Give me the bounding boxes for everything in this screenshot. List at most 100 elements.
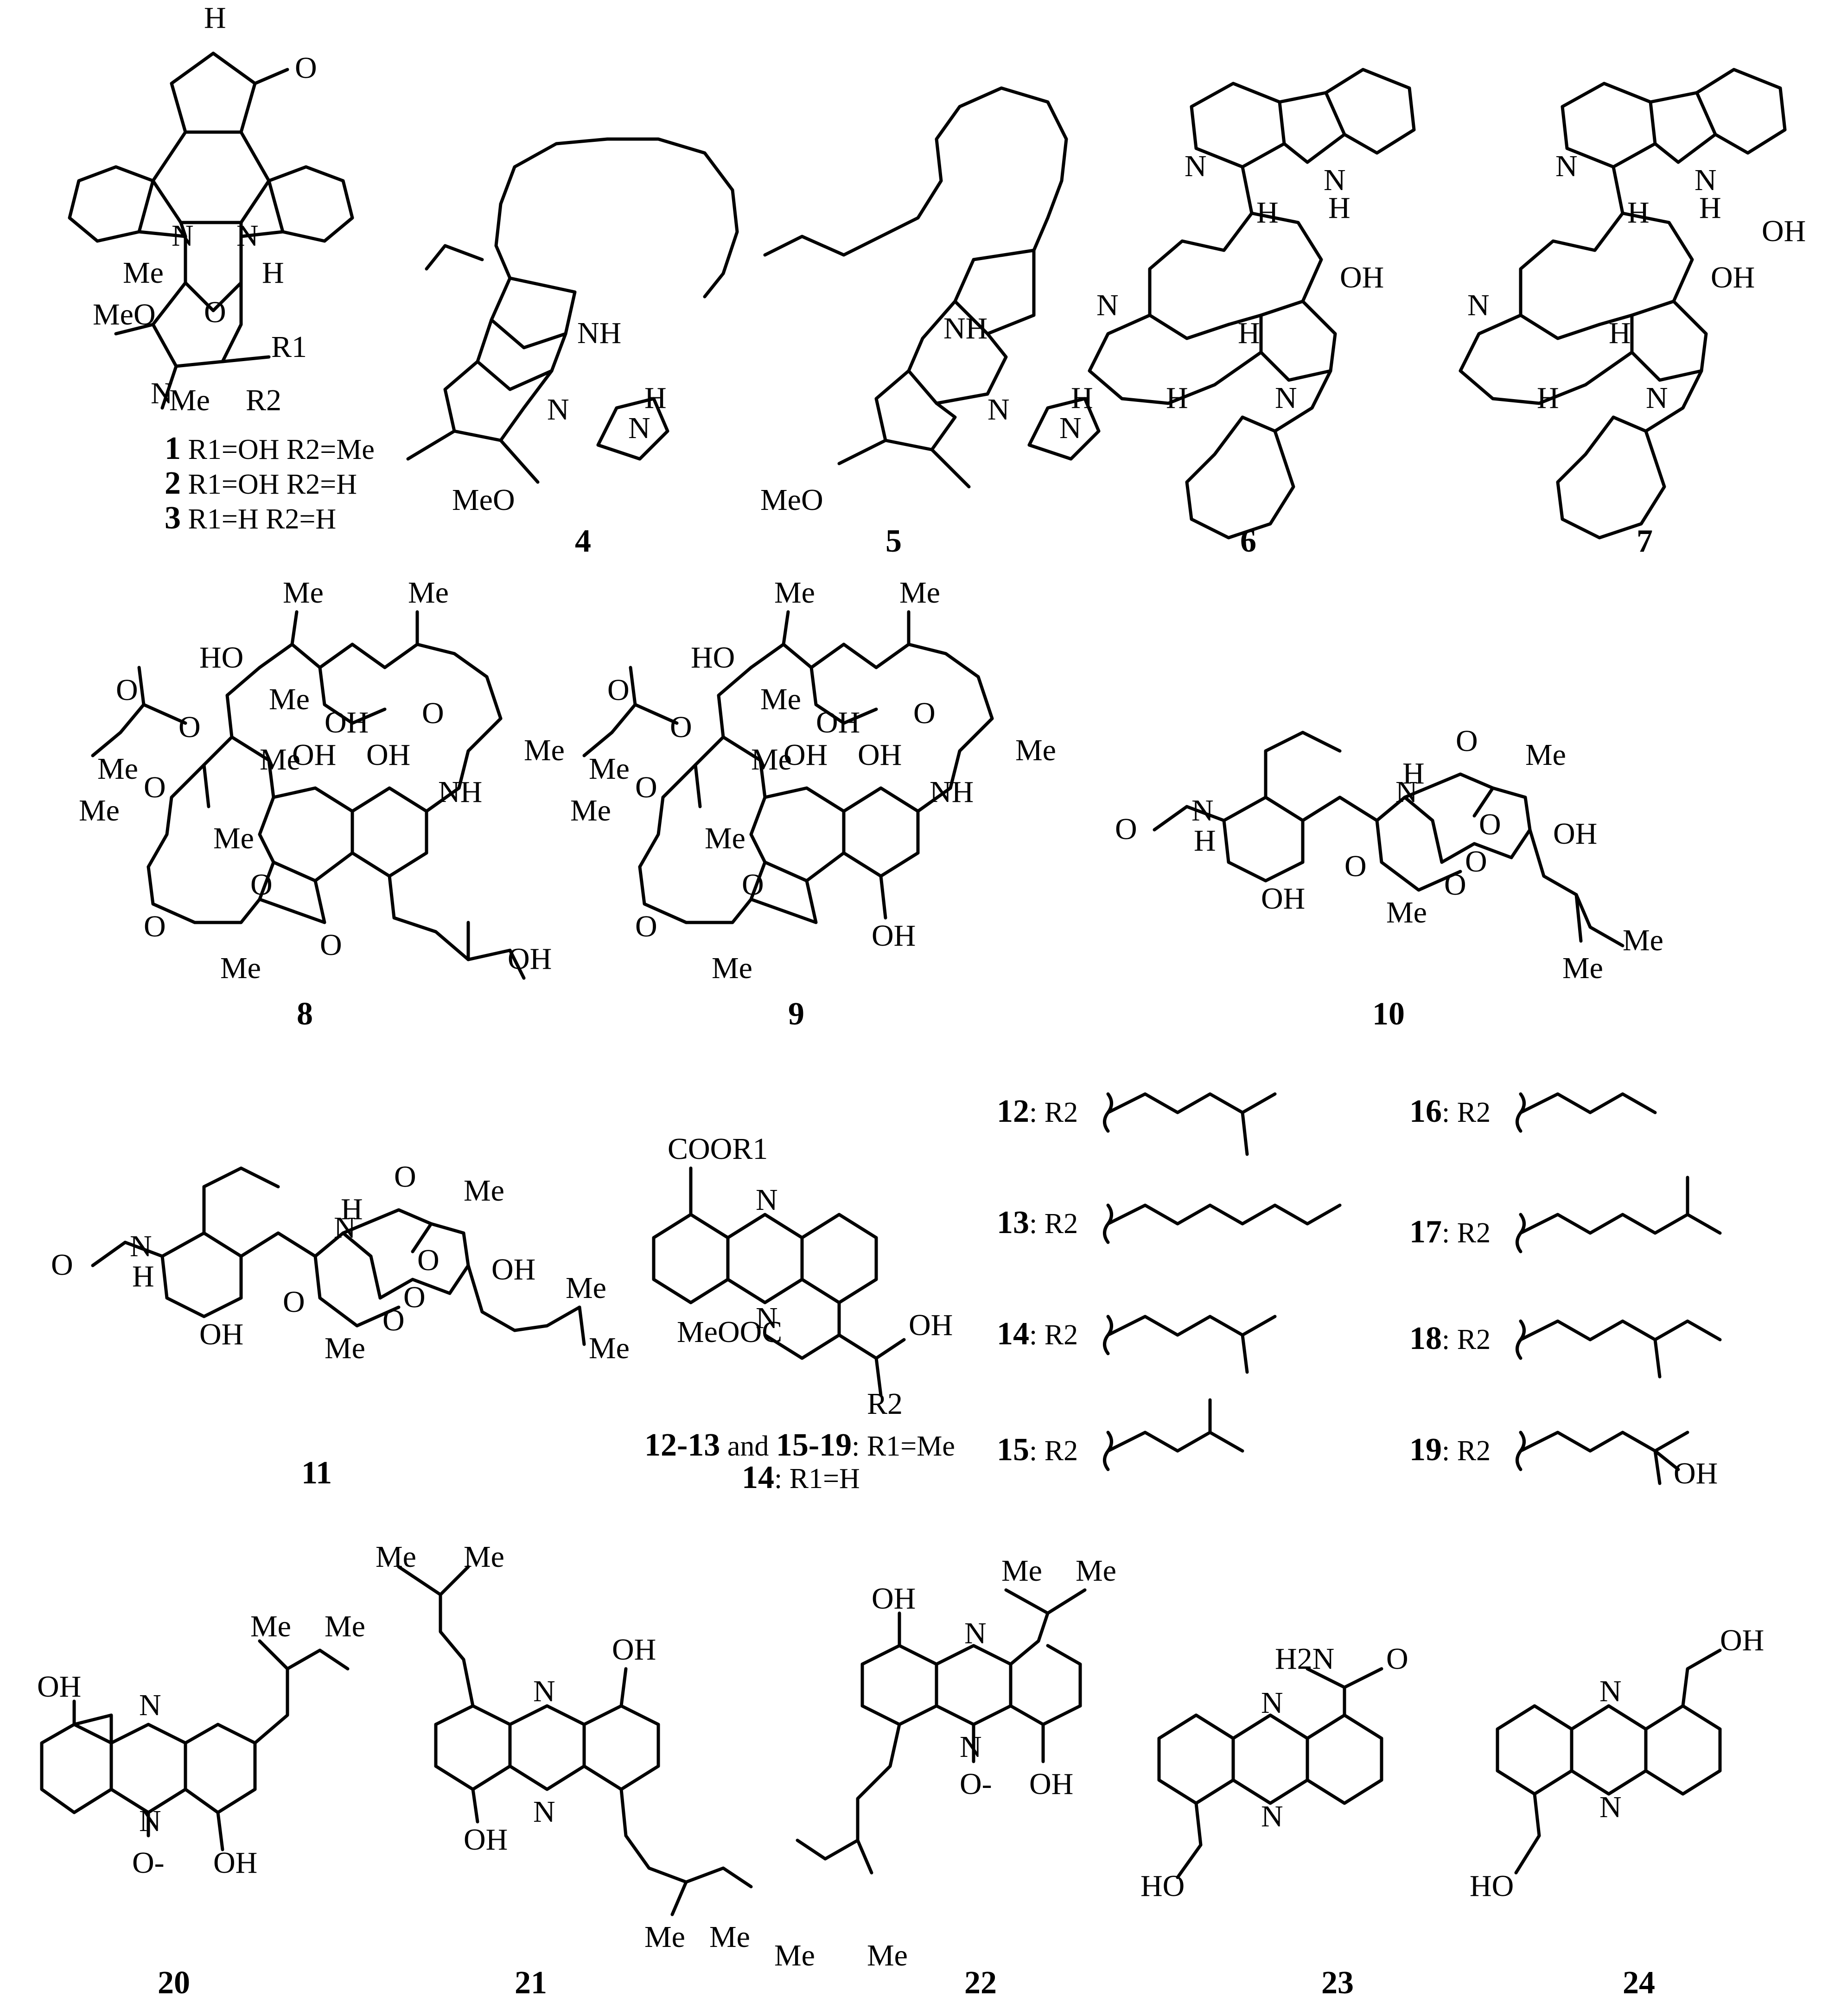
c20-label-2: OH bbox=[37, 1670, 81, 1704]
compound-6-labels: N N H H OH N H H N 6 bbox=[1096, 149, 1384, 559]
c21-label-5: OH bbox=[464, 1823, 508, 1857]
c7-label-8: H bbox=[1537, 381, 1559, 415]
c1-label-10: R2 bbox=[246, 383, 281, 417]
c11-label-10: O bbox=[403, 1280, 426, 1314]
c8-label-4: OH bbox=[325, 706, 369, 739]
c8-label-3: Me bbox=[269, 682, 310, 716]
c9-label-14: Me bbox=[570, 794, 611, 827]
c8-label-20: OH bbox=[508, 942, 552, 976]
c11-label-5: N bbox=[334, 1211, 356, 1245]
c11-label-3: OH bbox=[199, 1317, 243, 1351]
c9-label-3: Me bbox=[760, 682, 801, 716]
caption-1-r2: R2=Me bbox=[287, 434, 375, 465]
compound-20-structure bbox=[40, 1639, 350, 1851]
side-chain-16-number: 16 bbox=[1409, 1094, 1442, 1129]
caption-3-r2: R2=H bbox=[266, 503, 336, 535]
c11-label-6: H bbox=[341, 1192, 363, 1226]
c8-label-5: O bbox=[116, 673, 138, 707]
c4-label-0: NH bbox=[577, 316, 621, 350]
compound-23-structure bbox=[1157, 1667, 1383, 1879]
compound-21-number: 21 bbox=[515, 1965, 547, 2001]
compound-4-structure bbox=[406, 137, 739, 484]
c10-label-14: Me bbox=[1623, 923, 1663, 957]
c10-label-2: H bbox=[1194, 824, 1216, 858]
side-chain-19-label: : R2 bbox=[1442, 1435, 1491, 1467]
c10-label-4: O bbox=[1344, 849, 1367, 883]
side-chain-17-label: : R2 bbox=[1442, 1217, 1491, 1249]
c4-label-1: MeO bbox=[452, 483, 515, 517]
side-chain-17-bonds bbox=[1516, 1176, 1722, 1253]
c21-label-0: Me bbox=[376, 1540, 416, 1574]
c1-label-4: H bbox=[262, 256, 284, 290]
compound-11-labels: O N H OH O N H O Me O O OH Me O Me Me 11 bbox=[51, 1160, 630, 1491]
c8-label-0: Me bbox=[283, 576, 324, 610]
c9-label-13: O bbox=[913, 696, 936, 730]
c10-label-9: O bbox=[1479, 808, 1501, 841]
c7-label-3: OH bbox=[1762, 214, 1806, 248]
c21-label-4: N bbox=[533, 1795, 555, 1829]
c1-label-1: O bbox=[204, 295, 226, 329]
c8-label-10: OH bbox=[366, 738, 410, 772]
compound-8-labels: Me Me HO Me OH O O Me Me OH OH NH Me O M… bbox=[79, 576, 565, 1032]
svg-text:3 R1=H R2=H: 3 R1=H R2=H bbox=[165, 500, 336, 536]
c1-label-7: N bbox=[151, 376, 173, 410]
compound-7-number: 7 bbox=[1637, 523, 1653, 559]
c9-label-4: OH bbox=[816, 706, 860, 739]
c6-label-3: H bbox=[1256, 196, 1279, 229]
c10-label-8: Me bbox=[1525, 738, 1566, 772]
c21-label-2: OH bbox=[612, 1633, 656, 1666]
side-chain-18-label: : R2 bbox=[1442, 1324, 1491, 1355]
compound-1-labels: O O N N H Me MeO N R1 Me R2 H bbox=[93, 1, 317, 417]
compound-9-labels: Me Me HO Me OH O O Me Me OH OH NH Me O M… bbox=[570, 576, 1056, 1032]
side-chain-15-label: : R2 bbox=[1029, 1435, 1078, 1467]
compound-22-labels: Me Me OH N N O- OH Me Me 22 bbox=[774, 1554, 1116, 2001]
c5-label-2: N bbox=[987, 393, 1010, 426]
svg-text:12: R2: 12: R2 bbox=[997, 1094, 1078, 1129]
caption-1-r1: R1=OH bbox=[188, 434, 280, 465]
core-label-0: COOR1 bbox=[668, 1132, 768, 1166]
compound-9-number: 9 bbox=[788, 996, 804, 1032]
side-chain-18-number: 18 bbox=[1409, 1321, 1442, 1356]
c9-label-17: O bbox=[742, 868, 764, 902]
side-chain-18-bonds bbox=[1516, 1319, 1722, 1379]
c20-label-0: Me bbox=[250, 1609, 291, 1643]
c9-label-16: O bbox=[635, 770, 657, 804]
c8-label-8: Me bbox=[260, 743, 300, 776]
caption-14-rest: : R1=H bbox=[774, 1463, 860, 1495]
compound-20-labels: Me Me OH N N O- OH 20 bbox=[37, 1609, 365, 2001]
svg-text:12-13 and 15-19: R1=Me: 12-13 and 15-19: R1=Me bbox=[644, 1427, 955, 1463]
compound-8-number: 8 bbox=[297, 996, 313, 1032]
c1-label-2: N bbox=[172, 219, 194, 253]
compound-11-number: 11 bbox=[301, 1455, 332, 1491]
c11-label-9: O bbox=[417, 1243, 440, 1277]
c6-label-8: N bbox=[1275, 381, 1297, 415]
c7-label-4: H bbox=[1627, 196, 1650, 229]
c10-label-15: Me bbox=[1562, 951, 1603, 985]
c6-label-1: N bbox=[1324, 163, 1346, 197]
c5-label-1: MeO bbox=[760, 483, 823, 517]
c24-label-1: N bbox=[1599, 1674, 1622, 1708]
c23-label-2: N bbox=[1261, 1686, 1283, 1720]
c1-label-6: MeO bbox=[93, 298, 156, 331]
side-chain-13-label: : R2 bbox=[1029, 1208, 1078, 1240]
svg-text:18: R2: 18: R2 bbox=[1409, 1321, 1491, 1356]
compound-5-number: 5 bbox=[885, 523, 902, 559]
c11-label-2: H bbox=[132, 1259, 154, 1293]
c8-label-18: O bbox=[144, 909, 166, 943]
c10-label-13: O bbox=[1444, 868, 1466, 902]
side-chain-15-bonds bbox=[1103, 1398, 1244, 1471]
compound-7-structure bbox=[1459, 68, 1787, 540]
svg-text:13: R2: 13: R2 bbox=[997, 1205, 1078, 1240]
caption-1-number: 1 bbox=[165, 431, 181, 466]
c9-label-19: OH bbox=[872, 919, 916, 953]
svg-text:19: R2: 19: R2 bbox=[1409, 1432, 1491, 1468]
caption-12-19-range2: 15-19 bbox=[776, 1427, 852, 1463]
c6-label-6: H bbox=[1238, 316, 1260, 350]
c20-label-3: N bbox=[139, 1688, 161, 1722]
c11-label-12: Me bbox=[325, 1331, 365, 1365]
c11-label-7: O bbox=[394, 1160, 416, 1194]
side-chain-12-number: 12 bbox=[997, 1094, 1029, 1129]
c24-label-2: N bbox=[1599, 1790, 1622, 1824]
compound-1-structure bbox=[68, 51, 354, 410]
c9-label-10: OH bbox=[858, 738, 902, 772]
